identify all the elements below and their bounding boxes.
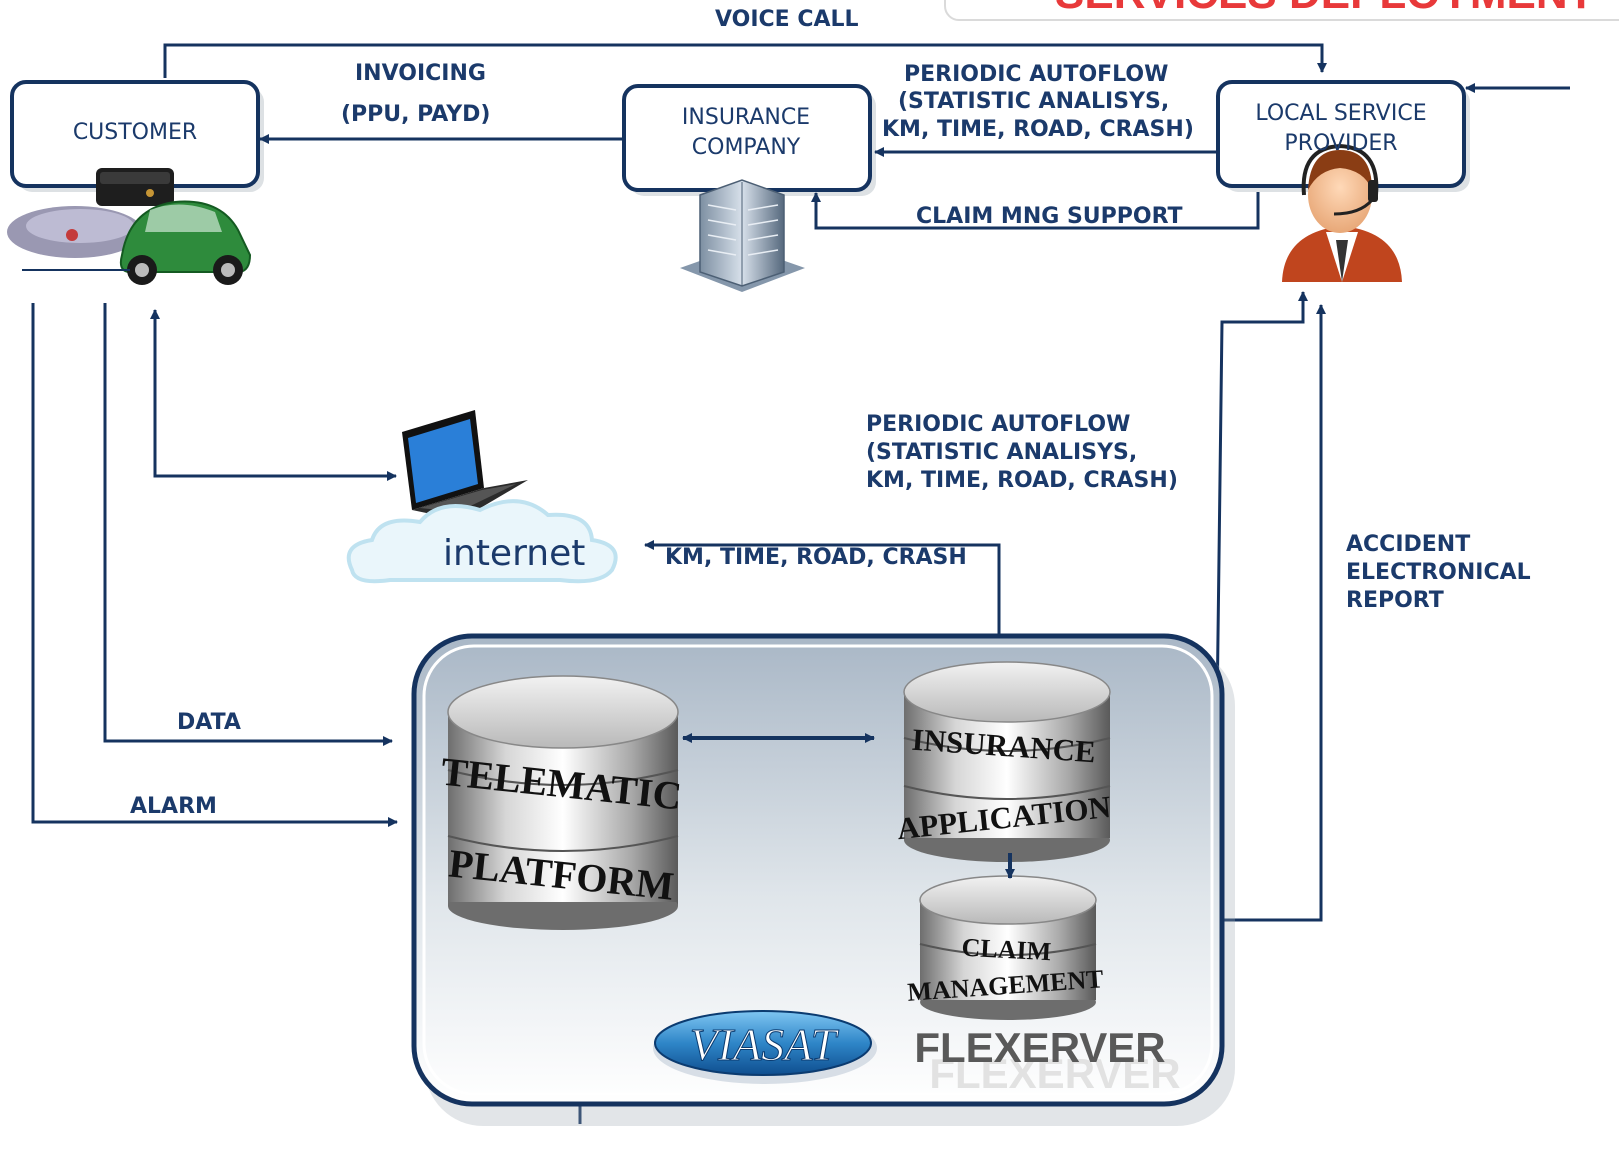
claim-mng-support-label: CLAIM MNG SUPPORT [916,204,1183,229]
local-service-provider-label: LOCAL SERVICE PROVIDER [1255,101,1427,156]
periodic-mid-line3: KM, TIME, ROAD, CRASH) [866,468,1178,493]
invoicing-label: INVOICING [355,61,486,86]
customer-label: CUSTOMER [72,120,198,145]
flexerver-text: FLEXERVER [914,1024,1165,1071]
periodic-top-line2: (STATISTIC ANALISYS, [898,89,1170,114]
voice-call-arrow [163,43,1327,78]
periodic-mid-line1: PERIODIC AUTOFLOW [866,412,1131,437]
voice-call-label: VOICE CALL [715,7,859,32]
accident-report-line3: REPORT [1346,588,1444,613]
customer-internet-arrow [150,309,397,481]
title-text: SERVICES DEPLOYMENT [1055,0,1595,18]
alarm-label: ALARM [130,794,217,819]
laptop-icon [402,410,528,520]
call-center-operator-icon [1282,143,1402,282]
customer-devices-icon [7,168,252,285]
insurance-company-label: INSURANCE COMPANY [681,105,811,160]
periodic-top-line3: KM, TIME, ROAD, CRASH) [882,117,1194,142]
internet-label: internet [443,533,586,574]
customer-box [10,80,264,192]
telematic-platform-database [447,675,679,930]
insurance-application-database [903,661,1111,862]
office-building-icon [680,179,805,292]
data-label: DATA [177,710,241,735]
invoicing-detail-label: (PPU, PAYD) [341,102,491,127]
periodic-top-line1: PERIODIC AUTOFLOW [904,62,1169,87]
alarm-arrow [31,303,398,827]
internet-cloud-icon [346,499,618,584]
km-time-arrow [644,540,1001,655]
flexerver-reflection: FLEXERVER [929,1050,1180,1097]
insurance-company-box [622,84,876,196]
data-arrow [103,303,393,746]
viasat-text: VIASAT [690,1019,840,1070]
claim-management-database [919,875,1097,1020]
title-banner: SERVICES DEPLOYMENT [944,0,1619,21]
viasat-logo: VIASAT [653,1010,877,1084]
periodic-mid-line2: (STATISTIC ANALISYS, [866,440,1138,465]
accident-report-line2: ELECTRONICAL [1346,560,1531,585]
km-time-label: KM, TIME, ROAD, CRASH [665,545,967,570]
claim-support-arrow [811,192,1260,230]
claim-line1: CLAIM [961,933,1052,967]
accident-report-line1: ACCIDENT [1346,532,1471,557]
